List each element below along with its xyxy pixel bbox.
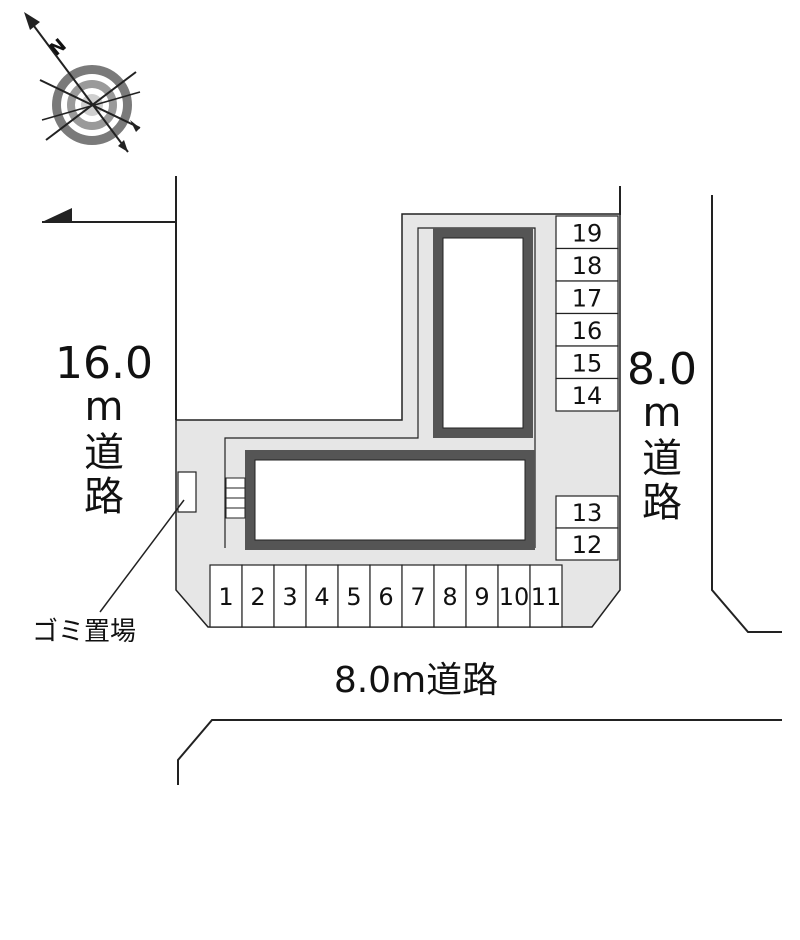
parking-space-number: 11 xyxy=(531,583,562,611)
parking-space: 6 xyxy=(369,564,403,628)
parking-space-box xyxy=(433,564,467,628)
parking-space-box xyxy=(555,495,619,529)
parking-space: 5 xyxy=(337,564,371,628)
garbage-leader-line xyxy=(99,499,185,613)
parking-space-number: 6 xyxy=(378,583,393,611)
parking-space-box xyxy=(497,564,531,628)
parking-space: 2 xyxy=(241,564,275,628)
bottom-road-label: 8.0m道路 xyxy=(334,660,498,701)
parking-space-number: 3 xyxy=(282,583,297,611)
parking-space: 17 xyxy=(555,280,619,315)
parking-space: 11 xyxy=(529,564,563,628)
parking-space: 4 xyxy=(305,564,339,628)
stairs xyxy=(225,477,246,519)
parking-space: 19 xyxy=(555,215,619,250)
parking-space-box xyxy=(369,564,403,628)
left-road-kanji-2: 路 xyxy=(84,474,124,520)
parking-space: 12 xyxy=(555,527,619,561)
parking-space: 10 xyxy=(497,564,531,628)
garbage-area xyxy=(177,471,197,513)
parking-space-box xyxy=(401,564,435,628)
parking-space-number: 13 xyxy=(572,499,603,527)
road-edges xyxy=(175,176,782,785)
parking-space: 14 xyxy=(555,377,619,412)
parking-space-box xyxy=(465,564,499,628)
parking-space: 1 xyxy=(209,564,243,628)
left-road-label: 16.0 m 道 路 xyxy=(55,338,153,520)
parking-space-box xyxy=(555,215,619,250)
parking-space: 18 xyxy=(555,247,619,282)
garbage-label: ゴミ置場 xyxy=(32,617,136,647)
compass-icon: N xyxy=(24,12,141,153)
parking-column-right-upper: 19 18 17 16 15 14 xyxy=(555,215,619,412)
parking-space-number: 7 xyxy=(410,583,425,611)
left-road-unit: m xyxy=(85,384,124,430)
right-road-kanji-2: 路 xyxy=(642,480,682,526)
parking-space: 9 xyxy=(465,564,499,628)
parking-space: 13 xyxy=(555,495,619,529)
building-upper xyxy=(433,228,533,438)
parking-space-number: 12 xyxy=(572,531,603,559)
right-road-width: 8.0 xyxy=(627,344,697,395)
parking-space-box xyxy=(273,564,307,628)
road-arrow-icon xyxy=(42,208,176,223)
parking-space-box xyxy=(241,564,275,628)
parking-space-number: 9 xyxy=(474,583,489,611)
parking-space: 3 xyxy=(273,564,307,628)
compass-north-label: N xyxy=(46,35,71,61)
right-road-label: 8.0 m 道 路 xyxy=(627,344,697,526)
parking-space-number: 5 xyxy=(346,583,361,611)
parking-space: 16 xyxy=(555,312,619,347)
parking-space-number: 4 xyxy=(314,583,329,611)
left-road-width: 16.0 xyxy=(55,338,153,389)
right-road-unit: m xyxy=(643,390,682,436)
left-road-kanji-1: 道 xyxy=(84,430,124,476)
parking-space-number: 18 xyxy=(572,252,603,280)
parking-space-box xyxy=(555,527,619,561)
parking-space-box xyxy=(555,377,619,412)
parking-space-number: 10 xyxy=(499,583,530,611)
right-road-kanji-1: 道 xyxy=(642,436,682,482)
parking-space-number: 19 xyxy=(572,219,603,247)
parking-space-number: 15 xyxy=(572,349,603,377)
parking-space-number: 17 xyxy=(572,284,603,312)
parking-space-number: 16 xyxy=(572,317,603,345)
parking-space-number: 14 xyxy=(572,382,603,410)
parking-space: 15 xyxy=(555,345,619,380)
parking-space-box xyxy=(305,564,339,628)
parking-space: 7 xyxy=(401,564,435,628)
parking-space-number: 8 xyxy=(442,583,457,611)
building-lower xyxy=(245,450,535,550)
parking-space-number: 1 xyxy=(218,583,233,611)
parking-space-box xyxy=(529,564,563,628)
walkway-outline xyxy=(224,227,536,548)
parking-space-number: 2 xyxy=(250,583,265,611)
parking-space: 8 xyxy=(433,564,467,628)
